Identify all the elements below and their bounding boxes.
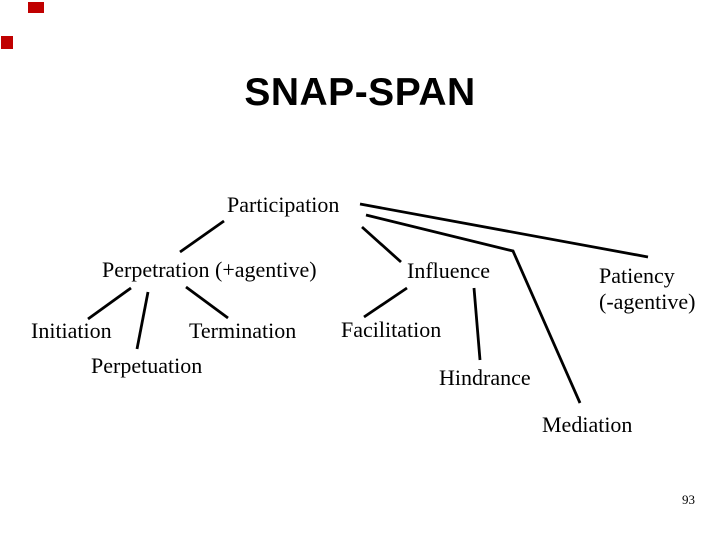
node-influence: Influence (407, 258, 491, 283)
edge-perpetration-initiation (87, 286, 132, 321)
node-participation: Participation (227, 192, 340, 217)
node-initiation: Initiation (31, 318, 112, 343)
edge-perpetration-perpetuation (135, 291, 150, 350)
node-perpetuation: Perpetuation (91, 353, 203, 378)
slide-title: SNAP-SPAN (244, 71, 476, 114)
edge-participation-influence (361, 225, 402, 264)
node-patiency-label: Patiency (599, 263, 675, 288)
edge-participation-mediation (365, 213, 582, 404)
edge-influence-facilitation (363, 286, 408, 319)
page-number: 93 (682, 492, 695, 507)
edge-perpetration-termination (185, 285, 229, 320)
red-marker-top (28, 2, 44, 13)
node-hindrance: Hindrance (439, 365, 531, 390)
node-patiency-sublabel: (-agentive) (599, 288, 696, 314)
edge-participation-perpetration (179, 219, 225, 254)
node-patiency: Patiency (-agentive) (599, 263, 696, 315)
node-mediation: Mediation (542, 412, 633, 437)
node-facilitation: Facilitation (341, 317, 442, 342)
red-marker-left (1, 36, 13, 49)
node-termination: Termination (189, 318, 297, 343)
node-perpetration: Perpetration (+agentive) (102, 257, 317, 282)
edge-influence-hindrance (472, 287, 482, 361)
edge-participation-patiency (359, 202, 649, 259)
